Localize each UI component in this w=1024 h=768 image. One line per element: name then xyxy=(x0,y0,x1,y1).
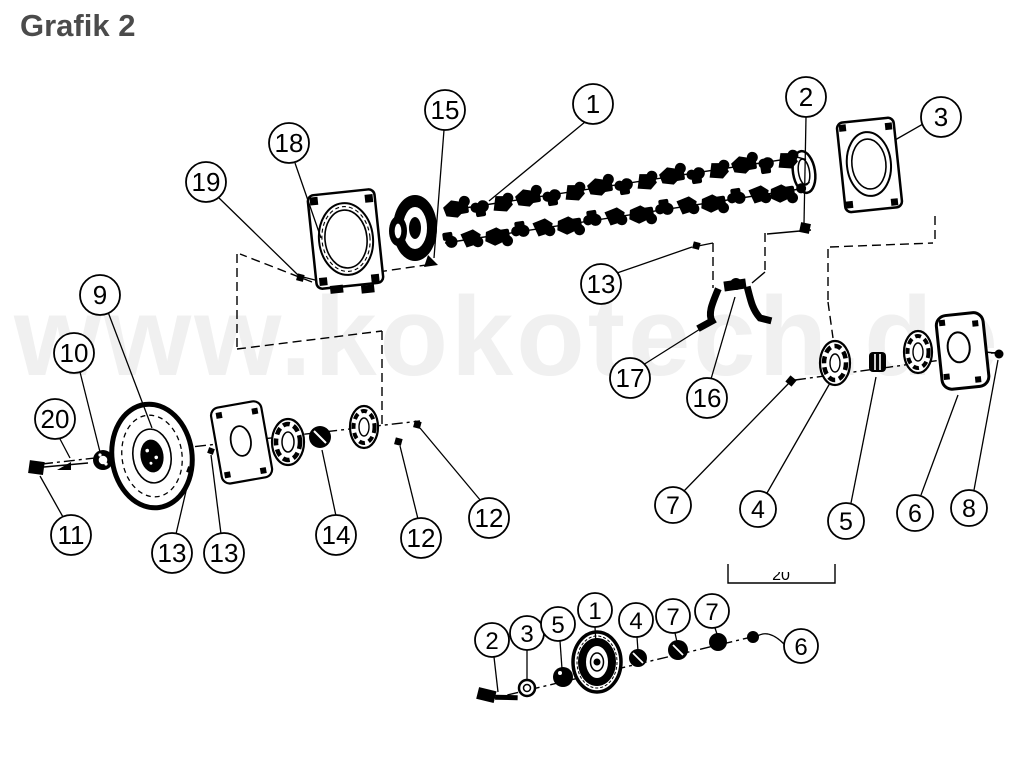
svg-text:4: 4 xyxy=(629,608,642,635)
callout-7-detail-b: 7 xyxy=(694,593,730,635)
svg-text:13: 13 xyxy=(210,538,239,568)
flail-knife-set xyxy=(696,278,773,332)
callout-13-a: 13 xyxy=(151,473,193,574)
spacer-14 xyxy=(309,426,331,448)
svg-text:7: 7 xyxy=(705,599,718,626)
bolt-11 xyxy=(28,460,89,476)
callout-10: 10 xyxy=(53,332,101,453)
svg-text:1: 1 xyxy=(586,89,600,119)
svg-text:2: 2 xyxy=(485,628,498,655)
rotor-hub-left xyxy=(389,195,438,267)
callout-3-detail: 3 xyxy=(509,615,545,681)
left-flange-plate xyxy=(306,188,385,294)
callout-7-detail-a: 7 xyxy=(655,598,691,643)
page-title: Grafik 2 xyxy=(20,8,136,43)
svg-text:13: 13 xyxy=(158,538,187,568)
bottom-detail-assembly xyxy=(476,630,759,704)
flail-knife-right xyxy=(743,285,773,325)
svg-text:9: 9 xyxy=(93,280,107,310)
fastener-dots xyxy=(296,222,811,282)
svg-text:15: 15 xyxy=(431,95,460,125)
callout-1: 1 xyxy=(488,83,614,202)
svg-text:3: 3 xyxy=(520,621,533,648)
callout-18: 18 xyxy=(268,122,322,239)
callout-13-mid: 13 xyxy=(580,246,693,305)
svg-text:7: 7 xyxy=(666,604,679,631)
detail-part-7a xyxy=(668,640,688,660)
svg-text:4: 4 xyxy=(751,496,765,524)
svg-text:6: 6 xyxy=(794,634,807,661)
detail-bolt-2 xyxy=(476,687,518,704)
callout-1-detail: 1 xyxy=(577,592,613,646)
bearing-plate-right xyxy=(934,311,991,391)
right-flange-plate xyxy=(835,116,904,214)
svg-text:12: 12 xyxy=(407,523,436,553)
bearing-plate-left xyxy=(209,400,274,485)
bearing-4 xyxy=(818,339,852,387)
svg-text:10: 10 xyxy=(60,338,89,368)
svg-text:20: 20 xyxy=(41,404,70,434)
belt-pulley xyxy=(109,401,195,511)
svg-text:7: 7 xyxy=(666,492,680,520)
callout-12-a: 12 xyxy=(399,445,442,559)
callout-8: 8 xyxy=(950,359,999,527)
bolt-8 xyxy=(994,349,1004,359)
svg-text:5: 5 xyxy=(551,612,564,639)
detail-washer-3 xyxy=(517,678,537,698)
callout-2: 2 xyxy=(785,76,827,225)
callout-4: 4 xyxy=(739,382,831,528)
detail-part-7b xyxy=(709,633,727,651)
rotor-shaft xyxy=(389,148,817,267)
bearing-left-outer xyxy=(348,404,380,450)
svg-text:18: 18 xyxy=(275,128,304,158)
detail-part-4 xyxy=(629,649,647,667)
callout-9: 9 xyxy=(79,274,153,429)
svg-text:19: 19 xyxy=(192,167,221,197)
flail-clusters xyxy=(436,148,809,253)
svg-text:6: 6 xyxy=(908,500,922,528)
nut-10 xyxy=(93,450,113,470)
callout-6-detail: 6 xyxy=(755,628,819,664)
detail-hub-1 xyxy=(571,630,623,694)
callout-19: 19 xyxy=(185,161,299,276)
right-bearing-assembly xyxy=(785,311,1004,391)
callout-12-b: 12 xyxy=(419,427,510,539)
svg-text:11: 11 xyxy=(58,520,85,550)
svg-text:5: 5 xyxy=(839,508,853,536)
svg-text:17: 17 xyxy=(616,363,645,393)
svg-text:12: 12 xyxy=(475,503,504,533)
callout-15: 15 xyxy=(424,89,466,259)
callout-7: 7 xyxy=(654,382,790,524)
spacer-5 xyxy=(869,352,886,372)
callout-5: 5 xyxy=(827,376,877,540)
callout-11: 11 xyxy=(39,475,92,556)
svg-text:3: 3 xyxy=(934,102,948,132)
callout-17: 17 xyxy=(609,323,709,399)
callouts: 19 18 15 1 2 xyxy=(34,76,999,693)
svg-text:13: 13 xyxy=(587,269,616,299)
svg-text:16: 16 xyxy=(693,383,722,413)
bearing-6 xyxy=(902,329,934,375)
bearing-left-inner xyxy=(270,417,306,467)
detail-nut-5 xyxy=(553,667,573,687)
callout-13-b: 13 xyxy=(203,454,245,574)
callout-4-detail: 4 xyxy=(618,602,654,652)
flail-knife-left xyxy=(696,287,722,332)
detail-end-dot xyxy=(747,631,759,643)
callout-2-detail: 2 xyxy=(474,622,510,693)
callout-16: 16 xyxy=(686,296,736,419)
svg-text:8: 8 xyxy=(962,495,976,523)
svg-text:2: 2 xyxy=(799,82,813,112)
callout-14: 14 xyxy=(315,449,357,556)
callout-20: 20 xyxy=(34,398,76,459)
pulley-assembly xyxy=(28,400,422,511)
dimension-bracket: 20 xyxy=(727,554,836,584)
callout-3: 3 xyxy=(894,96,962,141)
callout-6: 6 xyxy=(896,394,959,532)
svg-text:1: 1 xyxy=(588,598,601,625)
svg-text:14: 14 xyxy=(322,520,351,550)
callout-5-detail: 5 xyxy=(540,606,576,670)
